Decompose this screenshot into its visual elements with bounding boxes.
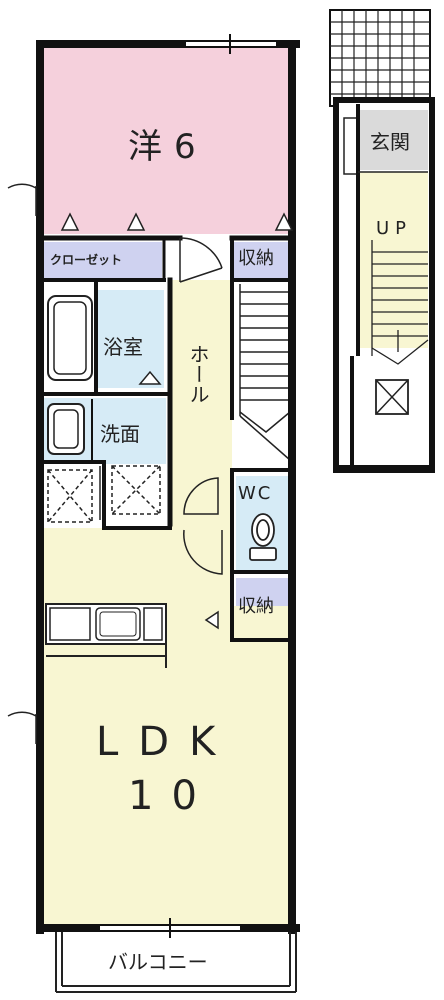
- ldk-area: [42, 528, 234, 608]
- entrance-stair-tower: [329, 9, 435, 473]
- window-markers: [100, 34, 276, 938]
- storage-top-label: 収納: [238, 248, 274, 269]
- entrance-label: 玄関: [370, 130, 410, 154]
- closet-area: [42, 242, 162, 278]
- walls: [36, 40, 300, 934]
- balcony: [55, 932, 297, 993]
- balcony-label: バルコニー: [108, 950, 208, 974]
- bathroom-area: [98, 290, 164, 388]
- storage-top-area: [233, 242, 290, 278]
- western-room-area: [42, 48, 290, 234]
- kitchen-counter: [45, 603, 167, 668]
- hall-label: ホール: [186, 344, 210, 404]
- washroom-label: 洗面: [100, 422, 140, 446]
- entrance-floor: [360, 110, 428, 170]
- storage-bottom-label: 収納: [238, 596, 274, 617]
- toilet: [249, 513, 277, 561]
- stairs-up-label: UP: [376, 218, 413, 239]
- wash-basin: [47, 403, 85, 455]
- ldk-name-label: LDK: [96, 719, 236, 765]
- western-room-size: 6: [174, 127, 196, 167]
- wash-basin-inner: [53, 409, 79, 449]
- bathtub-inner: [53, 301, 87, 375]
- closet-door-marks: [60, 212, 294, 630]
- ldk-size-label: 10: [128, 773, 215, 819]
- bathtub: [47, 295, 93, 381]
- western-room-name: 洋: [128, 127, 162, 167]
- internal-stairs: [239, 284, 291, 461]
- bathroom-label: 浴室: [103, 335, 143, 359]
- wc-label: WC: [238, 483, 273, 504]
- bath-vent-triangle: [138, 370, 162, 385]
- closet-label: クローゼット: [50, 253, 123, 267]
- washer-space: [47, 465, 161, 523]
- stairs-floor: [360, 172, 428, 348]
